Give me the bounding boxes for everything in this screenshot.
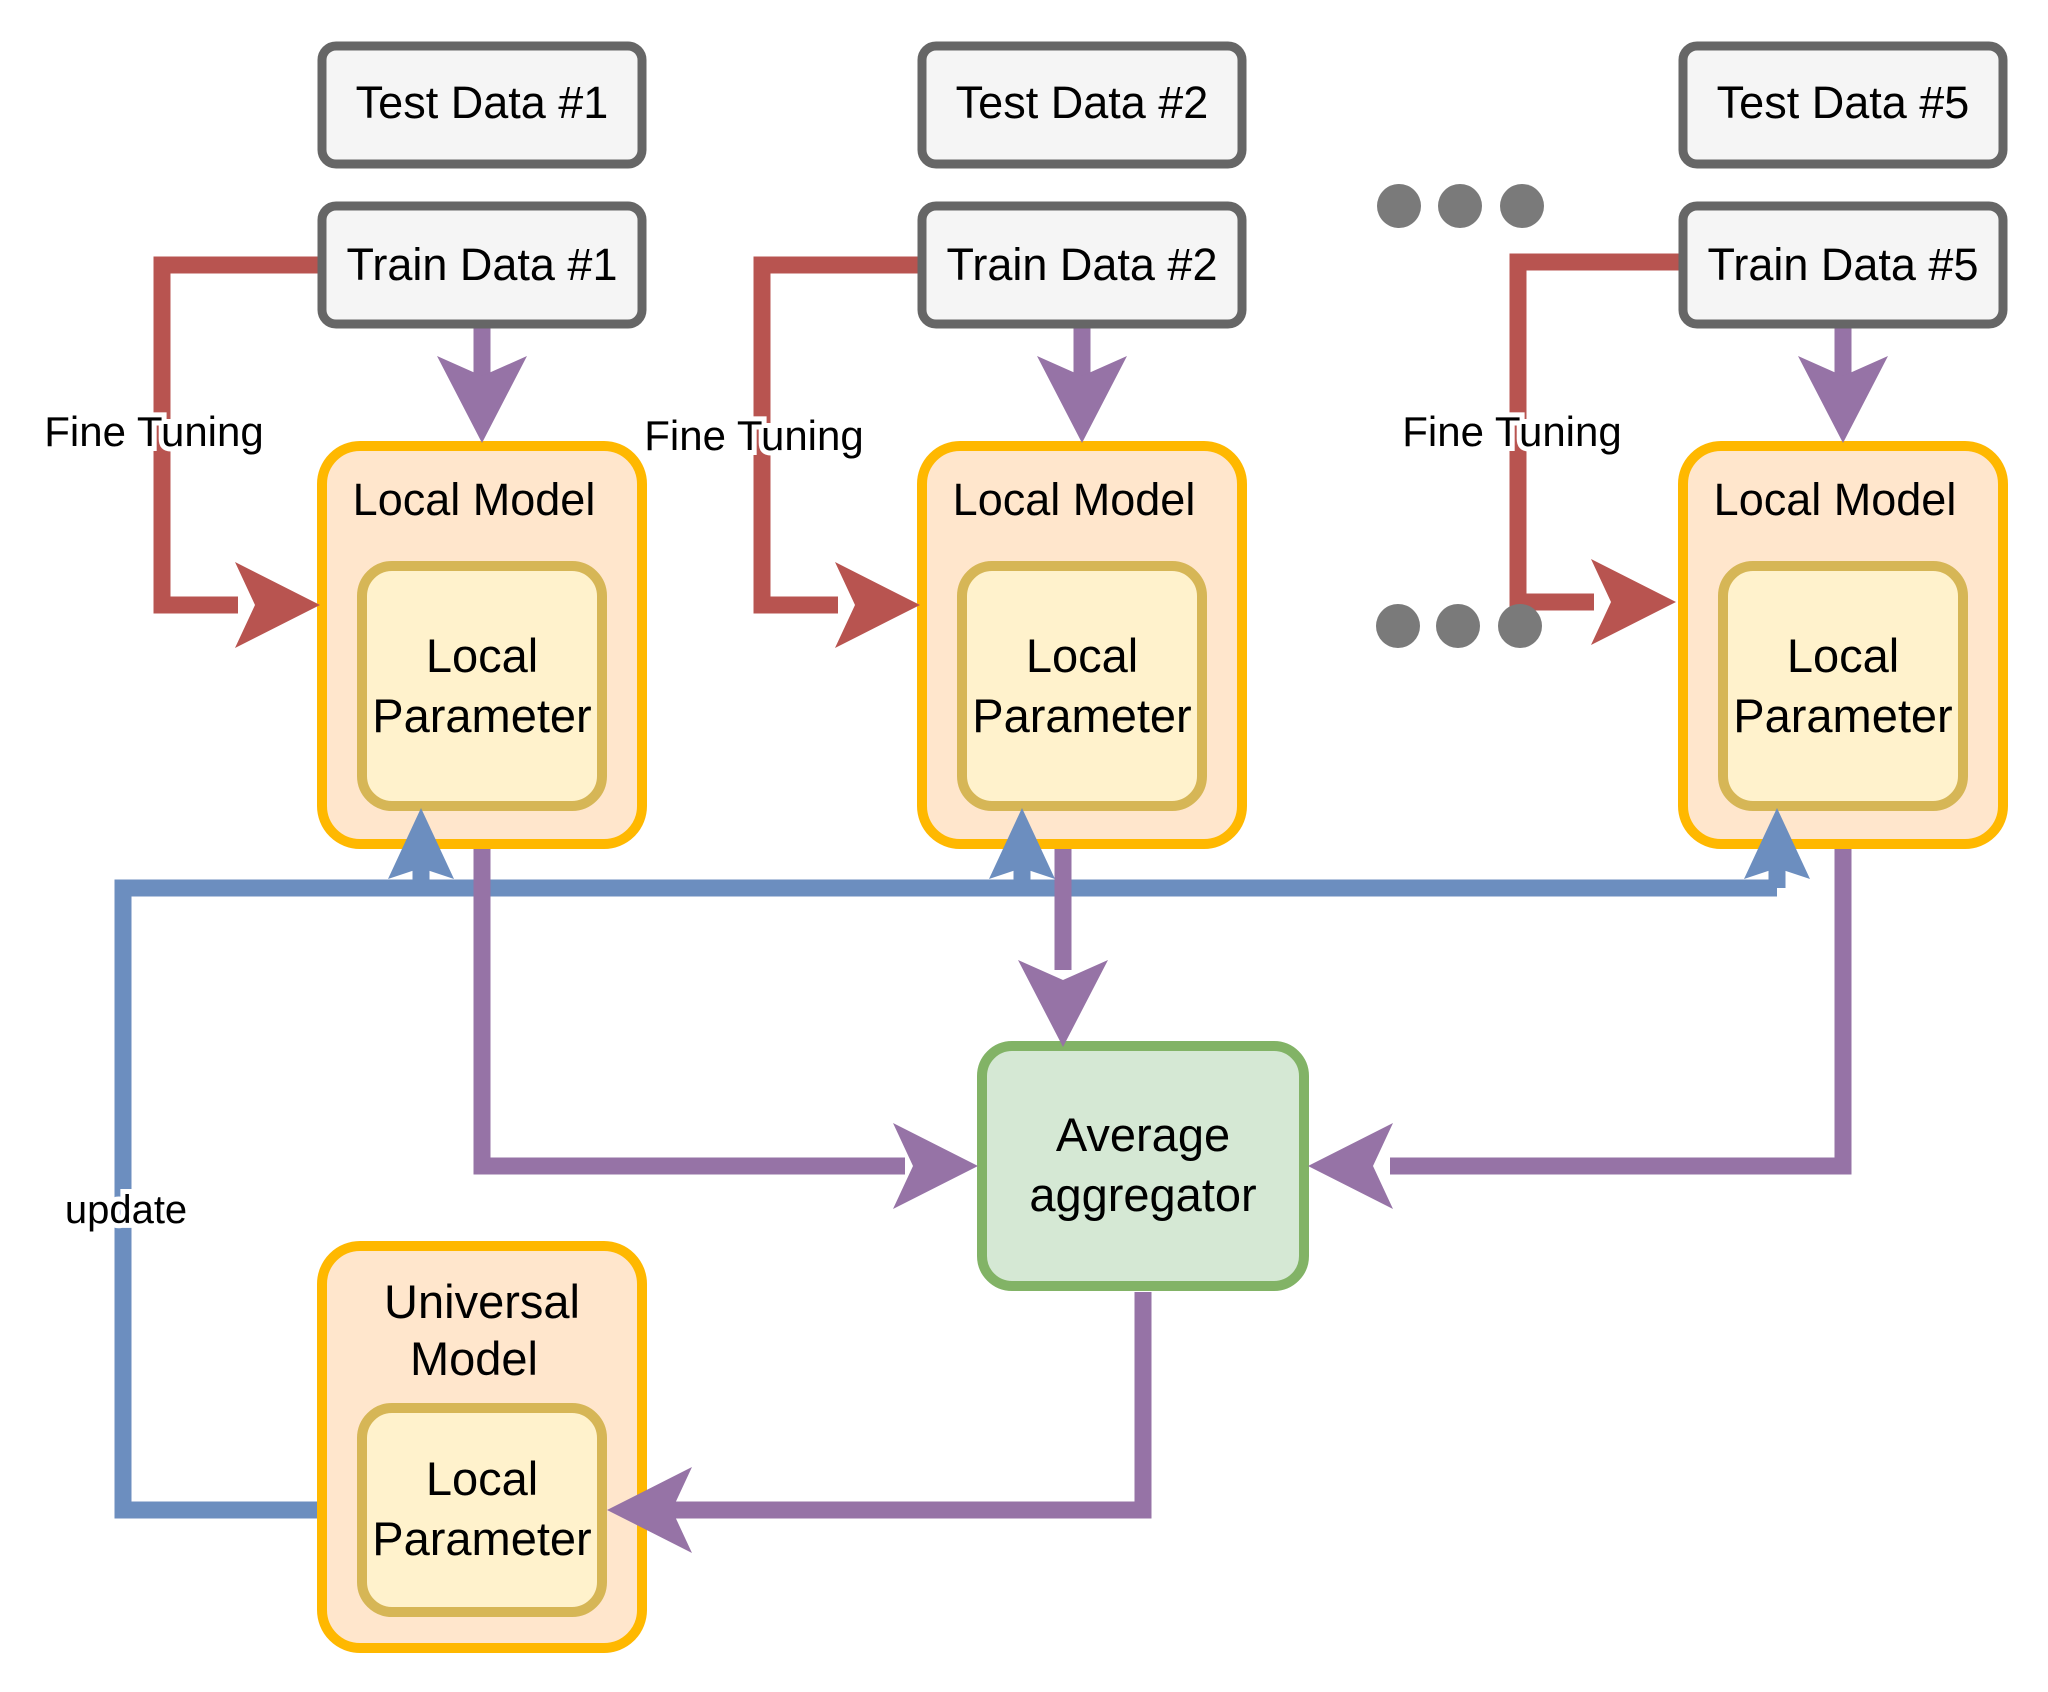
fine-tuning-line-5 xyxy=(1509,253,1683,611)
fine-tuning-arrowhead-1 xyxy=(235,562,320,648)
local-parameter-box-2 xyxy=(957,561,1207,811)
train-data-label-1: Train Data #1 xyxy=(347,239,618,290)
universal-parameter-line2: Parameter xyxy=(372,1512,591,1565)
local-model-title-2: Local Model xyxy=(953,474,1196,525)
train-data-box-5 xyxy=(1678,201,2008,329)
purple-arrowheads xyxy=(437,356,1888,1553)
fine-tuning-line-1 xyxy=(153,256,322,614)
local-parameter-line2-1: Parameter xyxy=(372,689,591,742)
ellipsis-dot xyxy=(1438,184,1482,228)
universal-parameter-line1: Local xyxy=(426,1452,538,1505)
universal-model-line1: Universal xyxy=(384,1275,580,1328)
local-parameter-line1-5: Local xyxy=(1787,629,1899,682)
local-parameter-line2-2: Parameter xyxy=(972,689,1191,742)
ellipsis-dot xyxy=(1376,604,1420,648)
test-data-label-1: Test Data #1 xyxy=(356,77,609,128)
blue-arrowheads xyxy=(388,808,1810,879)
test-data-box-1 xyxy=(317,41,647,169)
update-arrowhead-5 xyxy=(1744,808,1810,879)
fine-tuning-label-2: Fine Tuning xyxy=(644,412,863,459)
aggregator-line1: Average xyxy=(1056,1108,1230,1161)
local-model-title-5: Local Model xyxy=(1714,474,1957,525)
aggregator-to-universal-line xyxy=(672,1292,1152,1519)
local-parameter-line2-5: Parameter xyxy=(1733,689,1952,742)
fine-tuning-line-2 xyxy=(753,256,922,614)
local-parameter-line1-1: Local xyxy=(426,629,538,682)
local-parameter-line1-2: Local xyxy=(1026,629,1138,682)
update-arrowhead-2 xyxy=(989,808,1055,879)
update-line xyxy=(114,879,1777,1519)
train2-arrowhead xyxy=(1037,356,1127,443)
update-label: update xyxy=(65,1188,187,1232)
param5-aggregator-arrowhead xyxy=(1308,1123,1393,1209)
ellipsis-dot xyxy=(1500,184,1544,228)
param1-aggregator-arrowhead xyxy=(893,1123,978,1209)
local-model-5: Local Model Local Parameter xyxy=(1678,441,2008,849)
universal-arrowhead xyxy=(607,1467,692,1553)
param5-to-aggregator-line xyxy=(1390,812,1852,1175)
average-aggregator: Average aggregator xyxy=(977,1041,1309,1291)
local-model-title-1: Local Model xyxy=(353,474,596,525)
ellipsis-dots-top xyxy=(1377,184,1544,228)
fine-tuning-arrowhead-5 xyxy=(1591,559,1676,645)
universal-model-line2: Model xyxy=(410,1332,538,1385)
update-arrowhead-1 xyxy=(388,808,454,879)
client-5-data: Test Data #5 Train Data #5 xyxy=(1678,41,2008,329)
fine-tuning-arrowhead-2 xyxy=(835,562,920,648)
client-2-data: Test Data #2 Train Data #2 xyxy=(917,41,1247,329)
train-data-label-5: Train Data #5 xyxy=(1708,239,1979,290)
test-data-box-5 xyxy=(1678,41,2008,169)
ellipsis-dot xyxy=(1498,604,1542,648)
fine-tuning-label-1: Fine Tuning xyxy=(44,408,263,455)
client-1-data: Test Data #1 Train Data #1 xyxy=(317,41,647,329)
train-data-label-2: Train Data #2 xyxy=(947,239,1218,290)
local-parameter-box-1 xyxy=(357,561,607,811)
aggregator-line2: aggregator xyxy=(1029,1168,1256,1221)
param1-to-aggregator-line xyxy=(473,812,905,1175)
test-data-box-2 xyxy=(917,41,1247,169)
aggregator-box xyxy=(977,1041,1309,1291)
train1-arrowhead xyxy=(437,356,527,443)
ellipsis-dot xyxy=(1436,604,1480,648)
red-arrowheads xyxy=(235,559,1676,648)
test-data-label-5: Test Data #5 xyxy=(1717,77,1970,128)
test-data-label-2: Test Data #2 xyxy=(956,77,1209,128)
train-data-box-2 xyxy=(917,201,1247,329)
param2-aggregator-arrowhead xyxy=(1018,960,1108,1047)
train5-arrowhead xyxy=(1798,356,1888,443)
train-data-box-1 xyxy=(317,201,647,329)
ellipsis-dots-bottom xyxy=(1376,604,1542,648)
local-parameter-box-5 xyxy=(1718,561,1968,811)
local-model-2: Local Model Local Parameter xyxy=(917,441,1247,849)
fine-tuning-label-5: Fine Tuning xyxy=(1402,408,1621,455)
universal-parameter-box xyxy=(357,1403,607,1617)
universal-model: Universal Model Local Parameter xyxy=(317,1241,647,1653)
ellipsis-dot xyxy=(1377,184,1421,228)
fine-tuning-connectors xyxy=(153,253,1683,614)
local-model-1: Local Model Local Parameter xyxy=(317,441,647,849)
